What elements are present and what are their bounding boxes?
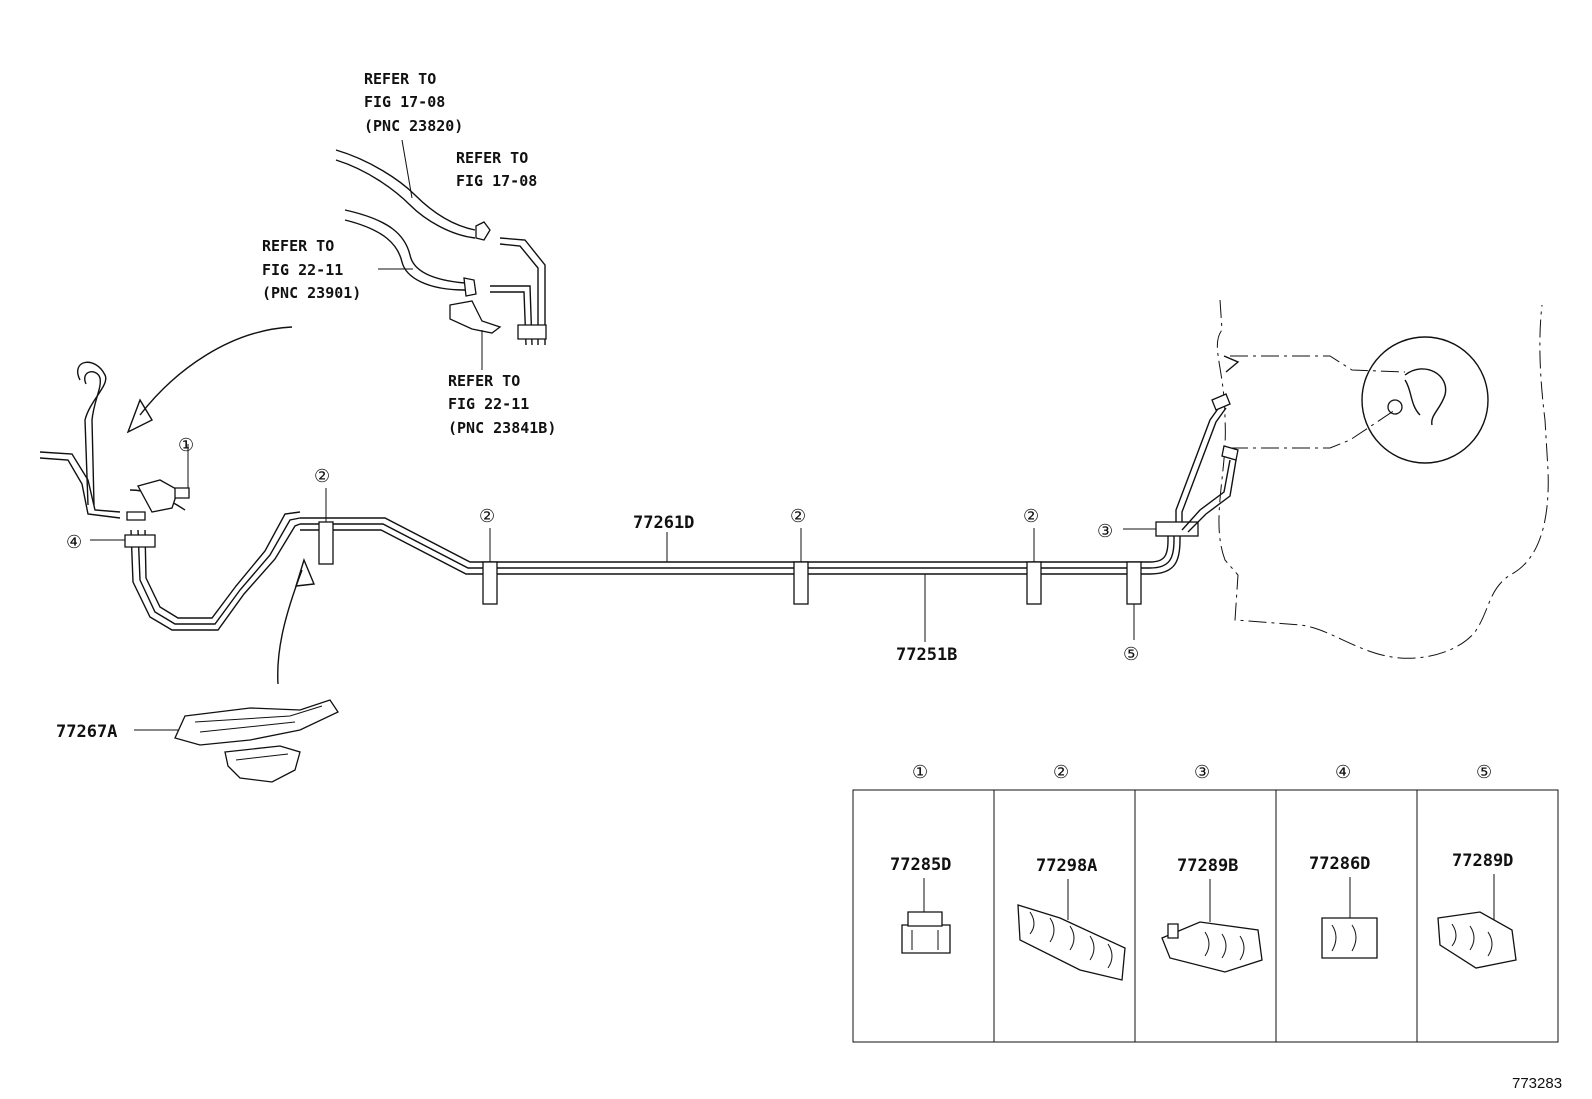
brake-hose-assemblies xyxy=(335,139,547,370)
table-col-3-part: 77289B xyxy=(1177,856,1238,876)
clamp-5 xyxy=(1126,561,1142,605)
svg-text:FIG 22-11: FIG 22-11 xyxy=(448,395,529,413)
refer-fig-22-11-pnc-23901: REFER TO FIG 22-11 (PNC 23901) xyxy=(262,237,361,302)
clamp-77298a-illustration xyxy=(1017,879,1126,981)
part-77267a-label: 77267A xyxy=(56,722,117,742)
refer-fig-22-11-pnc-23841b: REFER TO FIG 22-11 (PNC 23841B) xyxy=(448,372,556,437)
vehicle-body-outline xyxy=(1216,299,1549,659)
brake-tube-main xyxy=(300,517,1181,575)
clamp-77289d-illustration xyxy=(1437,874,1517,969)
table-col-5-part: 77289D xyxy=(1452,851,1513,871)
callout-4: ④ xyxy=(66,532,82,553)
callout-1: ① xyxy=(178,435,194,456)
clamp-table: ① ② ③ ④ ⑤ 77285D 77298A 77289B 77286D 77… xyxy=(852,762,1559,1043)
table-col-4-number: ④ xyxy=(1335,762,1351,783)
clamp-2-d xyxy=(1026,561,1042,605)
svg-text:FIG 22-11: FIG 22-11 xyxy=(262,261,343,279)
refer-fig-17-08: REFER TO FIG 17-08 xyxy=(456,149,537,190)
clamp-2-c xyxy=(793,561,809,605)
table-col-4-part: 77286D xyxy=(1309,854,1370,874)
leader-lines xyxy=(134,488,1156,731)
svg-text:REFER TO: REFER TO xyxy=(262,237,334,255)
clamp-2-b xyxy=(482,561,498,605)
callout-3: ③ xyxy=(1097,521,1113,542)
clamp-77286d-illustration xyxy=(1321,877,1378,959)
bracket-77267a-illustration xyxy=(174,699,339,783)
left-brake-pipe-cluster xyxy=(39,361,301,631)
callout-2-b: ② xyxy=(479,506,495,527)
clamp-2-a xyxy=(318,521,334,565)
table-col-1-number: ① xyxy=(912,762,928,783)
table-col-5-number: ⑤ xyxy=(1476,762,1492,783)
svg-text:REFER TO: REFER TO xyxy=(448,372,520,390)
callout-2-c: ② xyxy=(790,506,806,527)
part-77251b-label: 77251B xyxy=(896,645,957,665)
svg-text:(PNC 23820): (PNC 23820) xyxy=(364,117,463,135)
refer-fig-17-08-pnc-23820: REFER TO FIG 17-08 (PNC 23820) xyxy=(364,70,463,135)
table-col-2-part: 77298A xyxy=(1036,856,1097,876)
clamp-77289b-illustration xyxy=(1161,879,1263,973)
table-col-1-part: 77285D xyxy=(890,855,951,875)
direction-arrows xyxy=(126,326,316,685)
part-77261d-label: 77261D xyxy=(633,513,694,533)
callout-2-a: ② xyxy=(314,466,330,487)
svg-text:REFER TO: REFER TO xyxy=(364,70,436,88)
callout-2-d: ② xyxy=(1023,506,1039,527)
callout-5: ⑤ xyxy=(1123,644,1139,665)
figure-id: 773283 xyxy=(1512,1075,1562,1092)
svg-text:REFER TO: REFER TO xyxy=(456,149,528,167)
svg-text:(PNC 23901): (PNC 23901) xyxy=(262,284,361,302)
clamp-77285d-illustration xyxy=(901,878,951,954)
rear-brake-pipes xyxy=(1175,355,1240,533)
svg-text:FIG 17-08: FIG 17-08 xyxy=(456,172,537,190)
table-col-3-number: ③ xyxy=(1194,762,1210,783)
svg-text:FIG 17-08: FIG 17-08 xyxy=(364,93,445,111)
svg-text:(PNC 23841B): (PNC 23841B) xyxy=(448,419,556,437)
table-col-2-number: ② xyxy=(1053,762,1069,783)
